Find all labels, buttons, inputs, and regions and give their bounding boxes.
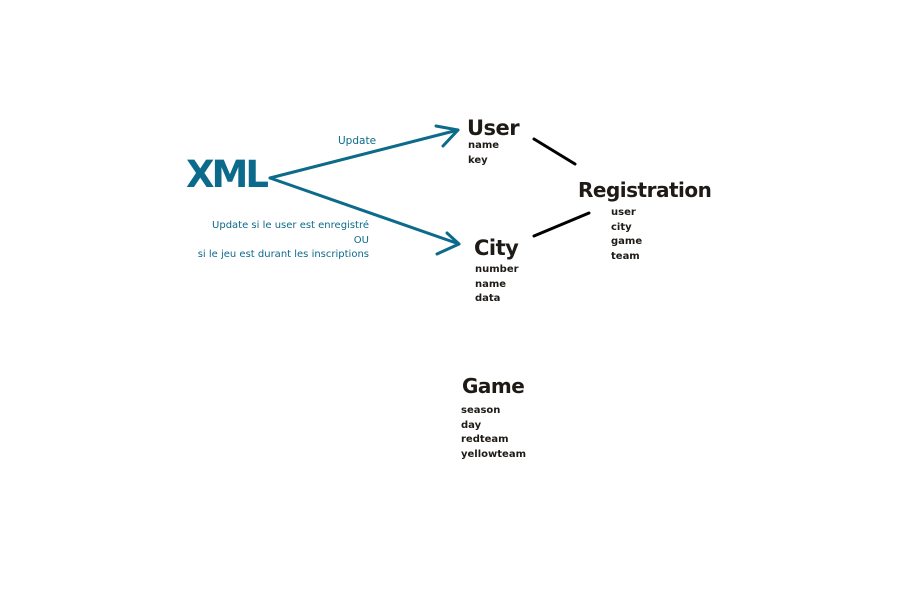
entity-user-title: User [467, 116, 520, 140]
arrow-xml-to-user [268, 124, 460, 180]
edge-label-update: Update [338, 135, 377, 147]
relation-city-registration [532, 211, 591, 238]
condition-line-3: si le jeu est durant les inscriptions [197, 249, 369, 260]
edge-label-condition: Update si le user est enregistré OU si l… [198, 219, 369, 263]
relation-user-registration [532, 137, 577, 166]
entity-registration-fields: user city game team [611, 206, 642, 264]
entity-game-field: yellowteam [461, 448, 526, 460]
entity-registration-field: game [611, 236, 643, 247]
entity-game-title: Game [462, 374, 525, 398]
entity-city-fields: number name data [475, 263, 519, 307]
entity-registration-field: city [611, 221, 632, 233]
condition-line-2: OU [353, 234, 369, 246]
entity-registration-field: team [611, 250, 640, 262]
entity-game-field: day [461, 419, 482, 431]
entity-registration-field: user [611, 207, 636, 218]
entity-user-fields: name key [468, 139, 499, 168]
entity-game-fields: season day redteam yellowteam [461, 404, 526, 462]
condition-line-1: Update si le user est enregistré [212, 220, 369, 231]
entity-game-field: season [461, 405, 501, 416]
entity-user-field: name [468, 140, 500, 151]
entity-game-field: redteam [461, 434, 509, 445]
entity-city-field: number [475, 264, 519, 275]
arrow-xml-to-city [268, 176, 461, 256]
xml-source-label: XML [186, 153, 269, 196]
entity-user-field: key [468, 154, 488, 166]
entity-city-field: name [475, 278, 507, 290]
entity-city-title: City [474, 236, 519, 260]
entity-registration-title: Registration [578, 178, 712, 202]
entity-city-field: data [475, 293, 501, 304]
